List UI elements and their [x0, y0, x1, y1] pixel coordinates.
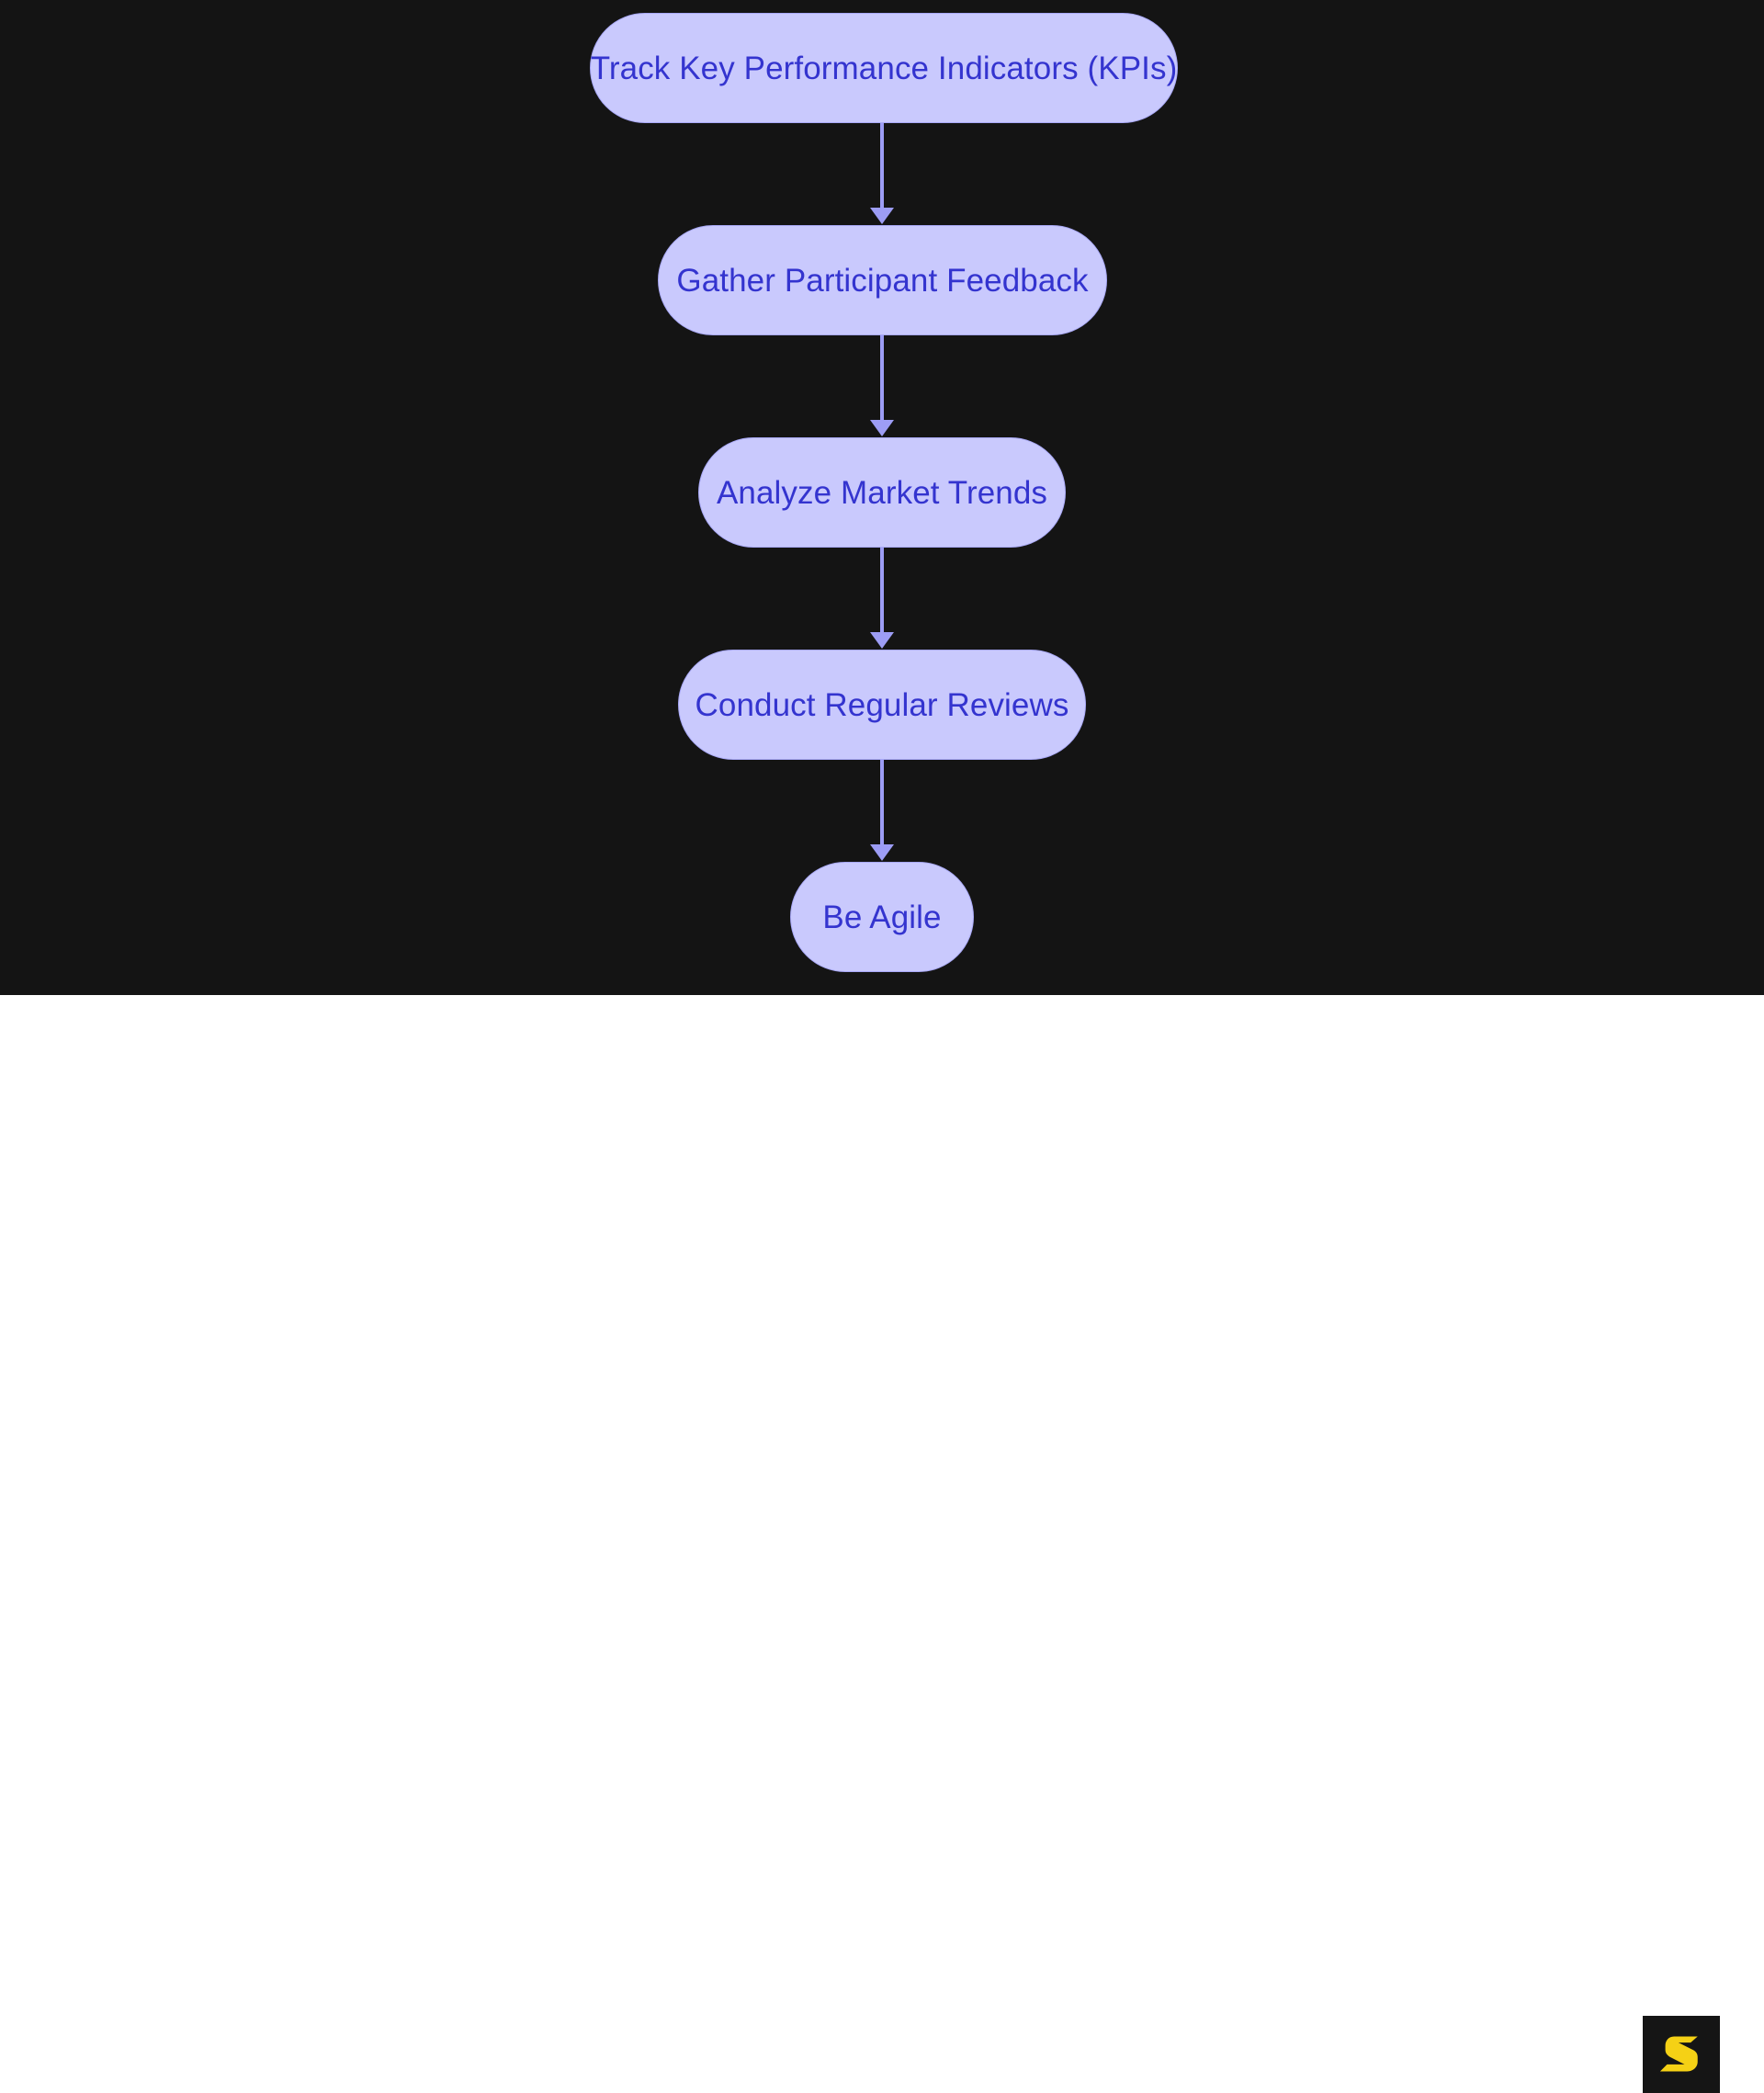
- flow-edge-n1-n2-arrowhead: [870, 208, 894, 224]
- flowchart: Track Key Performance Indicators (KPIs) …: [0, 0, 1764, 995]
- flow-edge-n4-n5-arrowhead: [870, 844, 894, 861]
- flow-node-label: Analyze Market Trends: [716, 474, 1048, 511]
- flow-node-track-key-performance-indicators[interactable]: Track Key Performance Indicators (KPIs): [590, 13, 1178, 123]
- flow-edge-n3-n4-line: [880, 548, 884, 632]
- flow-edge-n3-n4-arrowhead: [870, 632, 894, 649]
- footer-bar: [0, 995, 1764, 2093]
- flow-node-be-agile[interactable]: Be Agile: [790, 862, 974, 972]
- flow-node-gather-participant-feedback[interactable]: Gather Participant Feedback: [658, 225, 1107, 335]
- flow-edge-n1-n2-line: [880, 123, 884, 208]
- flow-edge-n2-n3-line: [880, 335, 884, 420]
- flow-node-label: Be Agile: [822, 899, 942, 935]
- flow-node-label: Track Key Performance Indicators (KPIs): [590, 50, 1178, 86]
- s-logo-icon: [1643, 2016, 1720, 2093]
- diagram-canvas: Track Key Performance Indicators (KPIs) …: [0, 0, 1764, 995]
- flow-edge-n4-n5-line: [880, 760, 884, 844]
- flow-node-label: Conduct Regular Reviews: [695, 686, 1069, 723]
- flow-node-label: Gather Participant Feedback: [676, 262, 1089, 299]
- flow-node-conduct-regular-reviews[interactable]: Conduct Regular Reviews: [678, 650, 1086, 760]
- flow-node-analyze-market-trends[interactable]: Analyze Market Trends: [698, 437, 1066, 548]
- flow-edge-n2-n3-arrowhead: [870, 420, 894, 436]
